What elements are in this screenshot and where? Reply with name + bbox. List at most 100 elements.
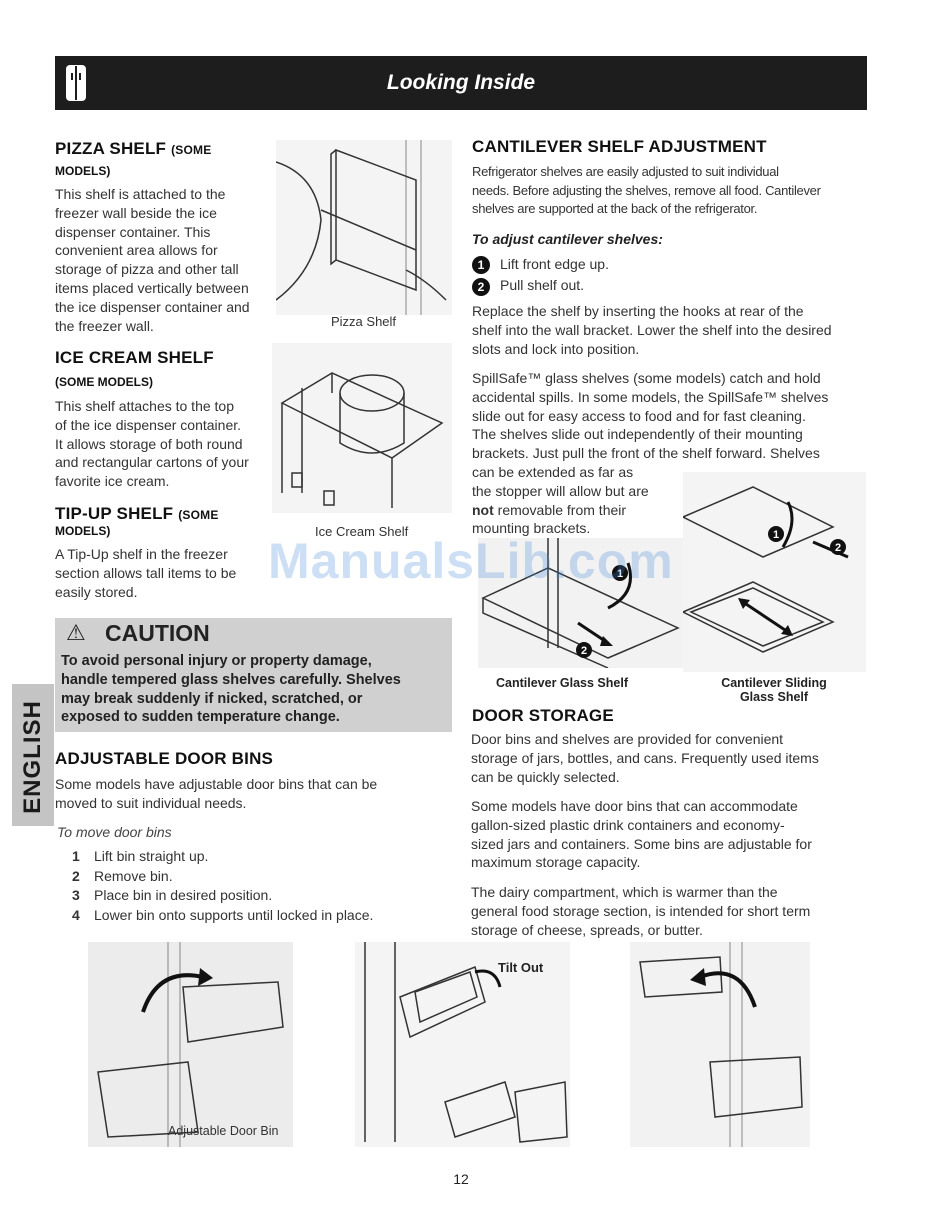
bold-word: not xyxy=(472,501,494,518)
step-text: Pull shelf out. xyxy=(500,277,585,294)
cantilever-instruction: To adjust cantilever shelves: xyxy=(472,231,663,247)
text-line: mounting brackets. xyxy=(472,520,591,537)
tip-up-shelf-heading: TIP-UP SHELF (SOME xyxy=(55,504,219,524)
text-line: storage of cheese, spreads, or butter. xyxy=(471,921,703,938)
step-item: 3 Place bin in desired position. xyxy=(72,886,442,906)
text-line: gallon-sized plastic drink containers an… xyxy=(471,816,785,833)
caution-text: To avoid personal injury or property dam… xyxy=(61,652,446,727)
door-storage-p2: Some models have door bins that can acco… xyxy=(471,797,871,872)
step-number-badge: 1 xyxy=(472,256,490,275)
pizza-shelf-heading-sub2: MODELS) xyxy=(55,164,111,178)
text-line: brackets. Just pull the front of the she… xyxy=(472,445,820,462)
language-tab xyxy=(12,684,54,826)
caution-line: handle tempered glass shelves carefully.… xyxy=(61,671,401,688)
section-banner: Looking Inside xyxy=(55,56,867,110)
cantilever-replace-text: Replace the shelf by inserting the hooks… xyxy=(472,302,872,358)
caution-line: may break suddenly if nicked, scratched,… xyxy=(61,690,363,707)
text-line: shelves are supported at the back of the… xyxy=(472,201,758,216)
door-storage-heading: DOOR STORAGE xyxy=(472,706,614,725)
text-line: convenient area allows for xyxy=(55,242,218,259)
tip-up-shelf-heading-sub2: MODELS) xyxy=(55,524,111,538)
step-number: 3 xyxy=(72,887,80,903)
watermark: ManualsLib.com xyxy=(268,533,674,589)
language-tab-label: ENGLISH xyxy=(19,700,46,814)
text-line: accidental spills. In some models, the S… xyxy=(472,388,829,405)
text-line: The shelves slide out independently of t… xyxy=(472,426,803,443)
text-line: Some models have adjustable door bins th… xyxy=(55,776,378,792)
text-line: of the ice dispenser container. xyxy=(55,416,242,433)
text-line: Door bins and shelves are provided for c… xyxy=(471,731,784,747)
text-line: not removable from their xyxy=(472,501,872,520)
page-number: 12 xyxy=(453,1171,469,1187)
text-fragment: removable from their xyxy=(493,501,627,518)
caution-line: To avoid personal injury or property dam… xyxy=(61,653,372,669)
text-line: This shelf is attached to the xyxy=(55,186,226,202)
cantilever-intro: Refrigerator shelves are easily adjusted… xyxy=(472,163,872,219)
text-line: sized jars and containers. Some bins are… xyxy=(471,835,812,852)
step-number: 2 xyxy=(72,867,80,884)
text-line: maximum storage capacity. xyxy=(471,854,641,871)
text-line: Refrigerator shelves are easily adjusted… xyxy=(472,164,779,179)
text-line: the ice dispenser container and xyxy=(55,298,250,315)
pizza-shelf-heading: PIZZA SHELF (SOME xyxy=(55,139,211,159)
text-line: dispenser container. This xyxy=(55,223,211,240)
pizza-shelf-illustration xyxy=(275,140,452,320)
marker-2-label: 2 xyxy=(835,542,841,554)
text-line: This shelf attaches to the top xyxy=(55,398,234,414)
adjustable-door-bin-illustration xyxy=(88,942,293,1152)
tip-up-shelf-text: A Tip-Up shelf in the freezer section al… xyxy=(55,545,280,601)
door-bins-instruction: To move door bins xyxy=(57,824,172,840)
door-storage-p1: Door bins and shelves are provided for c… xyxy=(471,730,871,786)
marker-1-label: 1 xyxy=(617,568,623,580)
tip-up-shelf-heading-sub: (SOME xyxy=(178,508,219,522)
caution-line: exposed to sudden temperature change. xyxy=(61,709,340,726)
caution-box xyxy=(55,618,452,732)
text-line: freezer wall beside the ice xyxy=(55,204,217,221)
text-line: Replace the shelf by inserting the hooks… xyxy=(472,303,804,319)
cantilever-heading: CANTILEVER SHELF ADJUSTMENT xyxy=(472,137,767,156)
cantilever-glass-shelf-caption: Cantilever Glass Shelf xyxy=(495,676,628,690)
text-line: can be quickly selected. xyxy=(471,768,620,785)
text-line: shelf into the wall bracket. Lower the s… xyxy=(472,321,832,338)
marker-2-label: 2 xyxy=(581,645,587,657)
text-line: favorite ice cream. xyxy=(55,473,170,490)
marker-1-label: 1 xyxy=(773,529,779,541)
step-text: Place bin in desired position. xyxy=(94,887,273,903)
text-line: moved to suit individual needs. xyxy=(55,794,247,811)
step-item: 1 Lift front edge up. xyxy=(472,255,609,275)
banner-title: Looking Inside xyxy=(386,71,536,94)
refrigerator-icon xyxy=(65,64,87,107)
pizza-shelf-text: This shelf is attached to the freezer wa… xyxy=(55,185,280,335)
step-number: 4 xyxy=(72,906,80,923)
step-text: Lift front edge up. xyxy=(500,256,609,272)
step-text: Lift bin straight up. xyxy=(94,848,209,864)
text-line: storage of jars, bottles, and cans. Freq… xyxy=(471,749,819,766)
step-item: 4 Lower bin onto supports until locked in… xyxy=(72,906,442,926)
door-bins-text: Some models have adjustable door bins th… xyxy=(55,775,445,813)
cantilever-glass-shelf-illustration: 2 1 xyxy=(478,538,683,673)
text-line: storage of pizza and other tall xyxy=(55,261,239,278)
door-bin-move-illustration xyxy=(630,942,810,1152)
text-line: The dairy compartment, which is warmer t… xyxy=(471,884,778,900)
text-line: It allows storage of both round xyxy=(55,435,243,452)
text-line: the stopper will allow but are xyxy=(472,482,649,499)
warning-icon: ⚠ xyxy=(66,620,86,645)
caption-line: Glass Shelf xyxy=(739,690,809,704)
text-line: section allows tall items to be xyxy=(55,564,237,581)
text-line: A Tip-Up shelf in the freezer xyxy=(55,546,228,562)
text-line: easily stored. xyxy=(55,583,138,600)
text-line: Some models have door bins that can acco… xyxy=(471,798,798,814)
cantilever-sliding-shelf-illustration: 1 2 xyxy=(681,472,866,677)
text-line: the freezer wall. xyxy=(55,317,154,334)
door-storage-p3: The dairy compartment, which is warmer t… xyxy=(471,883,871,939)
ice-cream-shelf-heading: ICE CREAM SHELF xyxy=(55,348,214,367)
pizza-shelf-heading-sub: (SOME xyxy=(171,143,212,157)
tip-up-shelf-heading-text: TIP-UP SHELF xyxy=(55,504,174,523)
step-text: Lower bin onto supports until locked in … xyxy=(94,906,374,923)
text-line: items placed vertically between xyxy=(55,279,249,296)
